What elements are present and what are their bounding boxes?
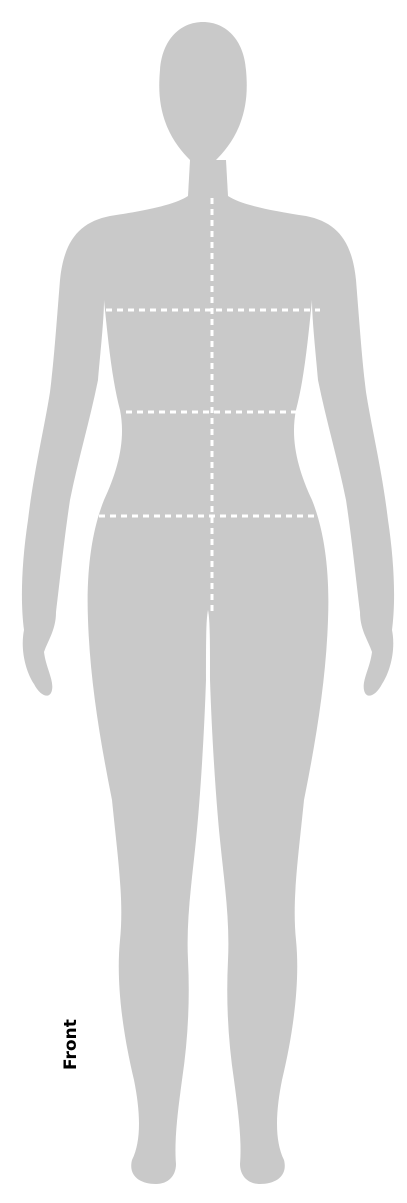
- view-label: Front: [59, 1010, 83, 1070]
- head-shape: [159, 22, 247, 182]
